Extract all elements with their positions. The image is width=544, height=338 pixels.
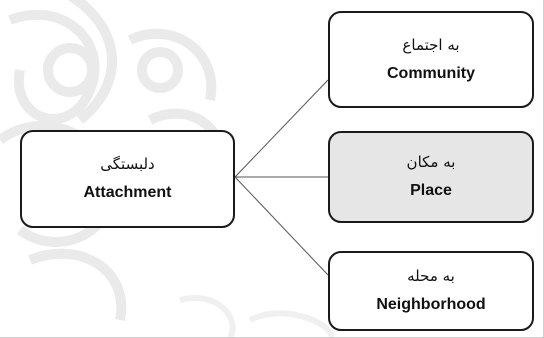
node-community-fa: به اجتماع [402,35,460,54]
node-attachment-fa: دلبستگی [100,155,155,173]
node-attachment-en: Attachment [83,184,172,201]
node-attachment: دلبستگی Attachment [20,130,235,228]
node-place: به مکان Place [328,131,534,223]
connector-community [234,79,329,178]
node-neighborhood: به محله Neighborhood [328,251,534,331]
node-community-en: Community [387,64,475,82]
node-neighborhood-en: Neighborhood [376,296,486,313]
node-place-fa: به مکان [406,153,456,171]
connector-neighborhood [234,176,329,276]
node-neighborhood-fa: به محله [407,267,455,285]
node-community: به اجتماع Community [328,11,534,108]
node-place-en: Place [410,182,452,199]
